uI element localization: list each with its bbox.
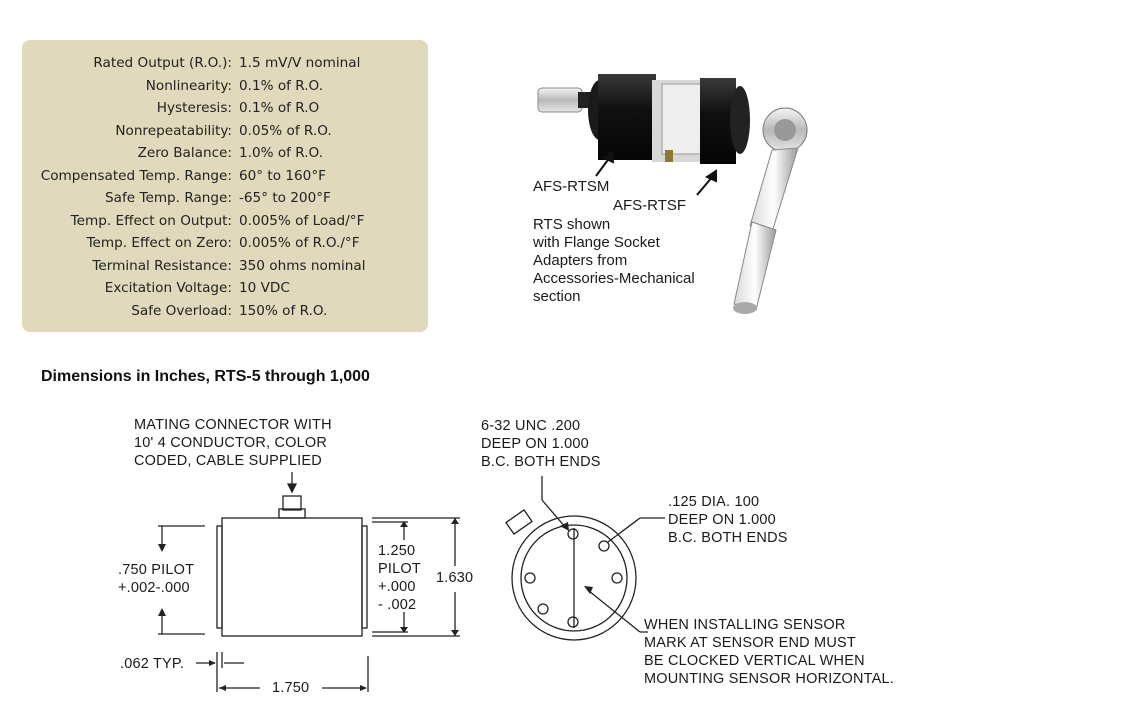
spec-value: 150% of R.O. bbox=[239, 302, 328, 319]
part-label-rtsm: AFS-RTSM bbox=[533, 178, 610, 195]
spec-label: Temp. Effect on Zero: bbox=[86, 235, 232, 251]
spec-row: Terminal Resistance: 350 ohms nominal bbox=[22, 255, 428, 277]
spec-label: Compensated Temp. Range: bbox=[40, 167, 232, 184]
install-note-line: WHEN INSTALLING SENSOR bbox=[644, 617, 846, 633]
spec-row: Zero Balance: 1.0% of R.O. bbox=[22, 142, 428, 164]
length-label: 1.750 bbox=[272, 680, 310, 696]
install-note-line: BE CLOCKED VERTICAL WHEN bbox=[644, 653, 865, 669]
spec-row: Safe Temp. Range: -65° to 200°F bbox=[22, 187, 428, 209]
spec-value: 0.1% of R.O. bbox=[239, 77, 324, 94]
thread-note-line: DEEP ON 1.000 bbox=[481, 436, 589, 452]
spec-value: 1.5 mV/V nominal bbox=[239, 55, 361, 71]
spec-label: Excitation Voltage: bbox=[104, 280, 232, 296]
spec-label: Nonlinearity: bbox=[145, 77, 232, 94]
connector-note-line: 10' 4 CONDUCTOR, COLOR bbox=[134, 435, 328, 451]
photo-caption-line: with Flange Socket bbox=[533, 234, 660, 251]
spec-row: Nonlinearity: 0.1% of R.O. bbox=[22, 75, 428, 97]
spec-value: 0.005% of Load/°F bbox=[239, 212, 365, 229]
pilot-right-label: PILOT bbox=[378, 561, 421, 577]
ratchet-wrench bbox=[733, 107, 808, 314]
spec-label: Safe Temp. Range: bbox=[105, 190, 232, 206]
connector-note-line: MATING CONNECTOR WITH bbox=[134, 417, 332, 433]
spec-row: Nonrepeatability: 0.05% of R.O. bbox=[22, 120, 428, 142]
pointer-arrow bbox=[595, 150, 717, 196]
spec-value: 350 ohms nominal bbox=[239, 257, 366, 274]
side-view bbox=[158, 472, 460, 692]
spec-row: Temp. Effect on Output: 0.005% of Load/°… bbox=[22, 210, 428, 232]
spec-label: Hysteresis: bbox=[156, 100, 232, 116]
spec-label: Temp. Effect on Output: bbox=[70, 212, 232, 229]
dia-note-line: .125 DIA. 100 bbox=[668, 494, 760, 510]
spec-value: 1.0% of R.O. bbox=[239, 145, 324, 161]
spec-value: 10 VDC bbox=[239, 280, 290, 296]
spec-label: Nonrepeatability: bbox=[115, 122, 232, 139]
photo-caption-line: RTS shown bbox=[533, 216, 611, 233]
install-note-line: MARK AT SENSOR END MUST bbox=[644, 635, 856, 651]
dia-note-line: B.C. BOTH ENDS bbox=[668, 530, 788, 546]
pilot-right-tolerance: +.000 bbox=[378, 579, 416, 595]
spec-row: Excitation Voltage: 10 VDC bbox=[22, 277, 428, 299]
sensor-body bbox=[588, 74, 750, 164]
photo-caption-line: Adapters from bbox=[533, 252, 628, 269]
pilot-right-label: 1.250 bbox=[378, 543, 416, 559]
spec-row: Temp. Effect on Zero: 0.005% of R.O./°F bbox=[22, 232, 428, 254]
spec-label: Zero Balance: bbox=[137, 145, 232, 161]
install-note-line: MOUNTING SENSOR HORIZONTAL. bbox=[644, 671, 895, 687]
pilot-left-label: .750 PILOT bbox=[118, 562, 195, 578]
end-view bbox=[505, 476, 665, 641]
spec-value: -65° to 200°F bbox=[239, 190, 331, 206]
pilot-right-tolerance: - .002 bbox=[378, 597, 417, 613]
thread-note-line: B.C. BOTH ENDS bbox=[481, 454, 601, 470]
spec-row: Hysteresis: 0.1% of R.O bbox=[22, 97, 428, 119]
dia-note-line: DEEP ON 1.000 bbox=[668, 512, 776, 528]
connector-note-line: CODED, CABLE SUPPLIED bbox=[134, 453, 322, 469]
spec-label: Rated Output (R.O.): bbox=[93, 55, 232, 71]
spec-value: 0.05% of R.O. bbox=[239, 122, 332, 139]
photo-caption-line: section bbox=[533, 288, 581, 305]
spec-row: Rated Output (R.O.): 1.5 mV/V nominal bbox=[22, 52, 428, 74]
dimensions-title: Dimensions in Inches, RTS-5 through 1,00… bbox=[41, 368, 370, 385]
spec-value: 0.005% of R.O./°F bbox=[239, 235, 360, 251]
spec-value: 0.1% of R.O bbox=[239, 100, 320, 116]
spec-value: 60° to 160°F bbox=[239, 167, 326, 184]
spec-label: Safe Overload: bbox=[131, 302, 232, 319]
spec-row: Safe Overload: 150% of R.O. bbox=[22, 300, 428, 322]
photo-caption-line: Accessories-Mechanical bbox=[533, 270, 695, 287]
pilot-left-tolerance: +.002-.000 bbox=[118, 580, 190, 596]
spec-label: Terminal Resistance: bbox=[92, 257, 232, 274]
typ-label: .062 TYP. bbox=[120, 656, 185, 672]
overall-height-label: 1.630 bbox=[436, 570, 474, 586]
part-label-rtsf: AFS-RTSF bbox=[613, 197, 687, 214]
spec-table: Rated Output (R.O.): 1.5 mV/V nominal No… bbox=[22, 40, 428, 332]
spec-row: Compensated Temp. Range: 60° to 160°F bbox=[22, 165, 428, 187]
thread-note-line: 6-32 UNC .200 bbox=[481, 418, 581, 434]
